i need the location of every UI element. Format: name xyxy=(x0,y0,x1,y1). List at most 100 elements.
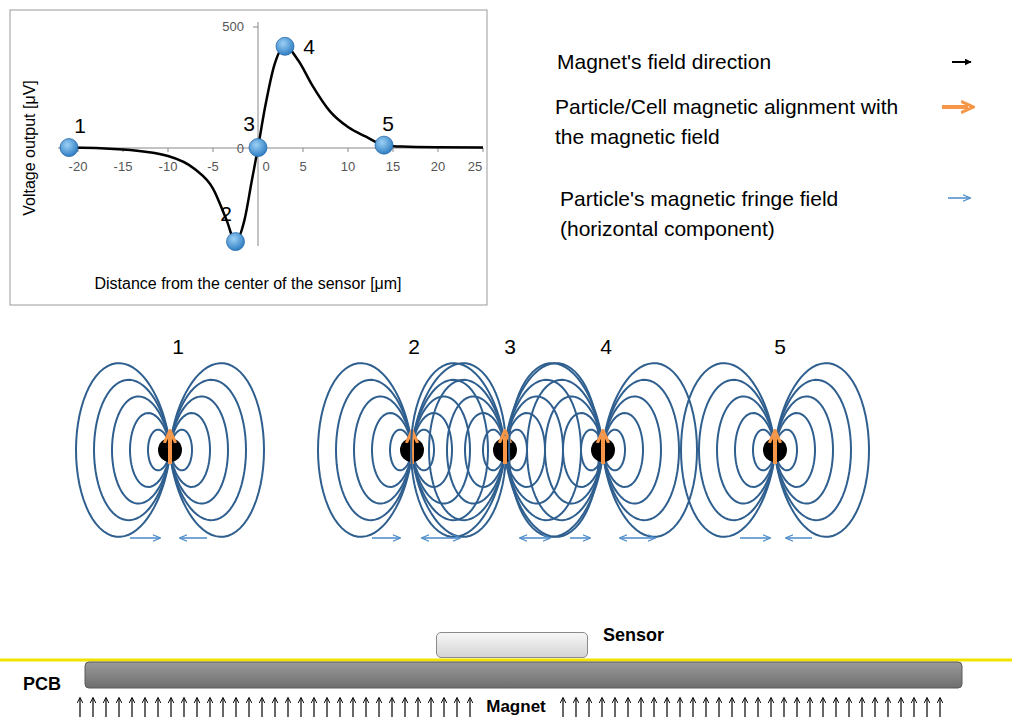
field-line xyxy=(775,363,869,537)
magnet-field-arrow xyxy=(731,698,732,717)
signal-curve xyxy=(60,46,483,241)
fringe-field-arrow xyxy=(422,537,460,539)
sensor-chip: Sensor xyxy=(436,632,588,658)
axis-tick-label: 0 xyxy=(237,142,244,157)
magnet-field-arrow xyxy=(443,698,444,717)
magnet-field-arrow xyxy=(92,698,93,717)
magnetic-alignment-arrow xyxy=(601,436,605,464)
axis-tick-label: 15 xyxy=(386,160,400,175)
magnet-field-arrow xyxy=(783,698,784,717)
callout-number: 1 xyxy=(74,114,86,138)
axis-tick-label: 25 xyxy=(468,160,482,175)
magnet-field-arrow xyxy=(378,698,379,717)
magnet-field-arrow xyxy=(627,698,628,717)
magnet-field-arrow xyxy=(679,698,680,717)
legend-arrow xyxy=(942,105,968,109)
magnet-field-arrow xyxy=(118,698,119,717)
magnet-field-arrow xyxy=(313,698,314,717)
callout-number: 3 xyxy=(504,335,516,359)
fringe-field-arrow xyxy=(130,537,160,539)
axis-tick-label: -15 xyxy=(114,160,133,175)
fringe-field-arrow xyxy=(570,537,590,539)
callout-number: 5 xyxy=(382,112,394,136)
callout-number: 2 xyxy=(220,202,232,226)
magnet-field-arrow xyxy=(900,698,901,717)
fringe-field-arrow xyxy=(786,537,812,539)
axis-title: Distance from the center of the sensor [… xyxy=(94,275,401,293)
magnet-field-arrow xyxy=(835,698,836,717)
magnetic-alignment-arrow xyxy=(773,436,777,464)
x-tick xyxy=(303,148,304,152)
field-line xyxy=(170,363,264,537)
magnet-field-arrow xyxy=(640,698,641,717)
magnet-field-arrow xyxy=(105,698,106,717)
fringe-field-arrow xyxy=(520,537,550,539)
callout-number: 4 xyxy=(600,335,612,359)
y-tick xyxy=(253,27,258,28)
magnet-field-arrow xyxy=(601,698,602,717)
magnet-field-arrow xyxy=(222,698,223,717)
chart-frame xyxy=(10,10,487,305)
axis-tick-label: -20 xyxy=(69,160,88,175)
magnet-field-arrow xyxy=(614,698,615,717)
magnet-field-arrow xyxy=(848,698,849,717)
pcb-surface xyxy=(0,659,1012,662)
callout-number: 2 xyxy=(408,335,420,359)
axis-tick-label: -5 xyxy=(207,160,219,175)
magnet-field-arrow xyxy=(339,698,340,717)
x-tick xyxy=(348,148,349,152)
magnet-field-arrow xyxy=(417,698,418,717)
magnet-field-arrow xyxy=(196,698,197,717)
magnet-field-arrow xyxy=(822,698,823,717)
magnet-field-arrow xyxy=(692,698,693,717)
magnet-field-arrow xyxy=(770,698,771,717)
field-line xyxy=(681,363,775,537)
magnet-field-arrow xyxy=(575,698,576,717)
magnet-field-arrow xyxy=(326,698,327,717)
callout-number: 5 xyxy=(774,335,786,359)
legend-arrow xyxy=(948,197,970,199)
magnet-field-arrow xyxy=(248,698,249,717)
magnet-field-arrow xyxy=(666,698,667,717)
part-label: Sensor xyxy=(603,625,664,646)
magnet-field-arrow xyxy=(144,698,145,717)
magnet-field-arrow xyxy=(939,698,940,717)
field-line xyxy=(412,363,506,537)
magnetic-alignment-arrow xyxy=(168,436,172,464)
axis-tick-label: 5 xyxy=(299,160,306,175)
magnet-field-arrow xyxy=(913,698,914,717)
part-label: Magnet xyxy=(486,697,546,717)
magnet-field-arrow xyxy=(744,698,745,717)
field-line xyxy=(318,363,412,537)
axis-tick-label: 500 xyxy=(222,20,244,35)
axis-tick-label: 20 xyxy=(431,160,445,175)
legend-text: Particle's magnetic fringe field (horizo… xyxy=(560,184,930,244)
fringe-field-arrow xyxy=(180,537,207,539)
x-tick xyxy=(213,148,214,152)
part-label: PCB xyxy=(23,674,61,695)
magnet-field-arrow xyxy=(718,698,719,717)
axis-tick-label: 10 xyxy=(341,160,355,175)
data-point xyxy=(249,139,267,157)
field-line xyxy=(76,363,170,537)
data-point xyxy=(227,233,245,251)
chart-plot xyxy=(60,37,483,250)
magnet-field-arrow xyxy=(874,698,875,717)
magnet-field-arrow xyxy=(705,698,706,717)
magnet-field-arrow xyxy=(562,698,563,717)
axis-title: Voltage output [μV] xyxy=(21,80,39,216)
fringe-field-arrow xyxy=(740,537,770,539)
magnet-field-arrow xyxy=(131,698,132,717)
magnet-field-arrow xyxy=(183,698,184,717)
fringe-field-arrow xyxy=(620,537,655,539)
magnet-field-arrow xyxy=(391,698,392,717)
magnet-field-arrow xyxy=(300,698,301,717)
magnet-field-arrow xyxy=(809,698,810,717)
pcb-bar xyxy=(85,662,962,688)
magnet-field-arrow xyxy=(404,698,405,717)
magnet-field-arrow xyxy=(861,698,862,717)
magnet-field-arrow xyxy=(757,698,758,717)
magnet-field-arrow xyxy=(796,698,797,717)
field-line xyxy=(603,363,697,537)
x-tick xyxy=(438,148,439,152)
